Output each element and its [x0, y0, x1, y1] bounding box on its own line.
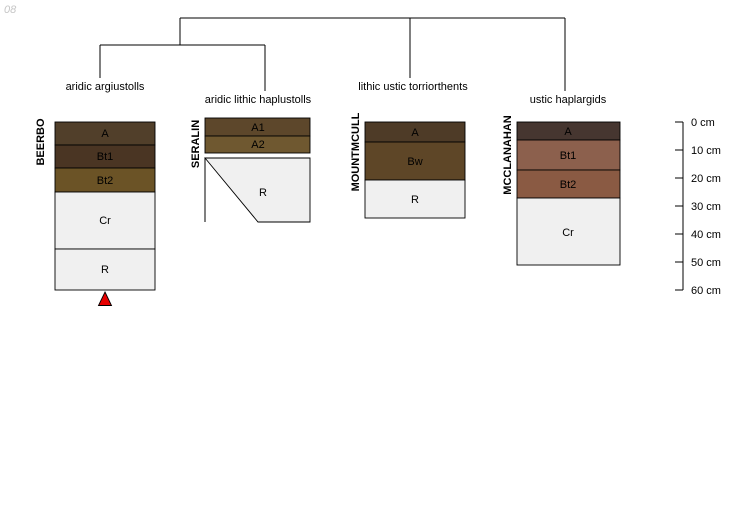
- profile-mcclanahan: MCCLANAHAN A Bt1 Bt2 Cr: [502, 115, 621, 266]
- depth-axis: 0 cm 10 cm 20 cm 30 cm 40 cm 50 cm 60 cm: [675, 117, 721, 297]
- depth-tick-60: 60 cm: [691, 285, 721, 297]
- profile-id-mountmcull: MOUNTMCULL: [350, 112, 362, 191]
- horizon-rect-r: [364, 179, 466, 219]
- horizon-rect-cr: [516, 197, 621, 266]
- horizon-rect-cr: [54, 191, 156, 250]
- horizon-label-r: R: [259, 187, 267, 199]
- horizon-rect-bw: [364, 141, 466, 181]
- horizon-label-bt2: Bt2: [560, 179, 577, 191]
- horizon-label-cr: Cr: [562, 227, 574, 239]
- profile-mountmcull: MOUNTMCULL A Bw R: [350, 112, 466, 219]
- horizon-label-a: A: [564, 126, 572, 138]
- depth-tick-30: 30 cm: [691, 201, 721, 213]
- depth-tick-50: 50 cm: [691, 257, 721, 269]
- horizon-label-bw: Bw: [407, 156, 422, 168]
- subgroup-label-seralin: aridic lithic haplustolls: [205, 94, 312, 106]
- horizon-label-a: A: [101, 128, 109, 140]
- depth-tick-0: 0 cm: [691, 117, 715, 129]
- horizon-label-r: R: [411, 194, 419, 206]
- horizon-label-bt1: Bt1: [97, 151, 114, 163]
- profile-seralin: SERALIN A1 A2 R: [190, 117, 311, 223]
- horizon-rect-bt2: [516, 169, 621, 199]
- horizon-label-bt1: Bt1: [560, 150, 577, 162]
- horizon-label-cr: Cr: [99, 215, 111, 227]
- horizon-label-a: A: [411, 127, 419, 139]
- position-marker-triangle: [97, 290, 113, 306]
- horizon-label-a1: A1: [251, 122, 264, 134]
- depth-tick-10: 10 cm: [691, 145, 721, 157]
- horizon-label-a2: A2: [251, 139, 264, 151]
- subgroup-label-beerbo: aridic argiustolls: [66, 81, 145, 93]
- profile-id-beerbo: BEERBO: [35, 118, 47, 166]
- profile-id-seralin: SERALIN: [190, 120, 202, 168]
- profile-beerbo: BEERBO A Bt1 Bt2 Cr R: [35, 118, 156, 306]
- subgroup-label-mcclanahan: ustic haplargids: [530, 94, 607, 106]
- corner-text: 08: [4, 4, 17, 16]
- horizon-shape-r-lithic: [204, 157, 311, 223]
- horizon-label-r: R: [101, 264, 109, 276]
- depth-tick-20: 20 cm: [691, 173, 721, 185]
- profile-id-mcclanahan: MCCLANAHAN: [502, 115, 514, 194]
- dendrogram-lines: [99, 17, 566, 91]
- horizon-label-bt2: Bt2: [97, 175, 114, 187]
- depth-tick-40: 40 cm: [691, 229, 721, 241]
- horizon-rect-r: [54, 248, 156, 291]
- depth-axis-line: [675, 121, 684, 291]
- horizon-rect-a2: [204, 135, 311, 154]
- subgroup-label-mountmcull: lithic ustic torriorthents: [358, 81, 468, 93]
